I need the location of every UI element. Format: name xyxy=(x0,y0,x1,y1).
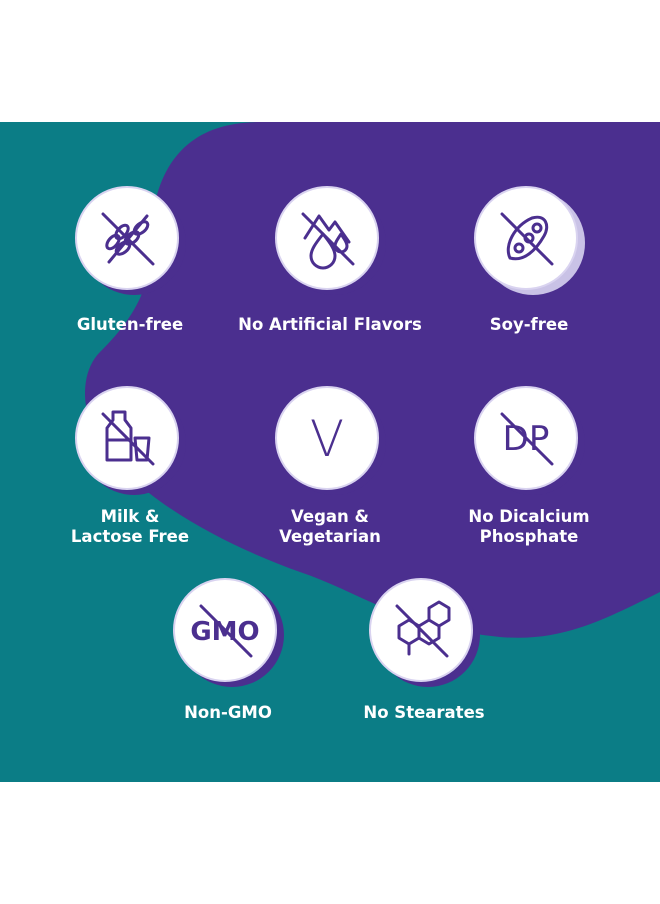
badge-no-artificial-flavors xyxy=(275,186,386,295)
label-non-gmo: Non-GMO xyxy=(118,703,338,723)
label-line: Lactose Free xyxy=(70,527,190,546)
label-line: Phosphate xyxy=(479,527,579,546)
vegan-v-icon: V xyxy=(310,410,344,468)
label-milk-lactose-free: Milk & Lactose Free xyxy=(20,507,240,547)
wheat-crossed-icon xyxy=(101,212,155,266)
label-no-artificial-flavors: No Artificial Flavors xyxy=(220,315,440,335)
molecule-crossed-icon xyxy=(395,600,451,658)
label-no-dicalcium-phosphate: No Dicalcium Phosphate xyxy=(419,507,639,547)
badge-milk-lactose-free xyxy=(75,386,186,495)
milk-bottle-crossed-icon xyxy=(101,410,155,466)
badge-gluten-free xyxy=(75,186,186,295)
gmo-crossed-icon: GMO xyxy=(190,604,260,658)
label-line: Vegan & xyxy=(291,507,369,526)
badge-no-dicalcium-phosphate: DP xyxy=(474,386,585,495)
badge-non-gmo: GMO xyxy=(173,578,284,687)
label-line: Milk & xyxy=(100,507,160,526)
label-line: Soy-free xyxy=(489,315,569,334)
label-line: Vegetarian xyxy=(279,527,381,546)
label-line: No Stearates xyxy=(363,703,485,722)
label-line: No Dicalcium xyxy=(468,507,590,526)
label-no-stearates: No Stearates xyxy=(314,703,534,723)
soybean-crossed-icon xyxy=(500,212,554,266)
label-line: Gluten-free xyxy=(76,315,184,334)
vegan-v-text: V xyxy=(310,410,344,468)
label-line: Non-GMO xyxy=(184,703,272,722)
badge-soy-free xyxy=(474,186,585,295)
badge-no-stearates xyxy=(369,578,480,687)
label-soy-free: Soy-free xyxy=(419,315,639,335)
badge-vegan-vegetarian: V xyxy=(275,386,386,495)
dp-crossed-icon: DP xyxy=(500,412,554,466)
label-vegan-vegetarian: Vegan & Vegetarian xyxy=(220,507,440,547)
label-gluten-free: Gluten-free xyxy=(20,315,240,335)
label-line: No Artificial Flavors xyxy=(238,315,422,334)
flavor-drop-crossed-icon xyxy=(301,212,355,270)
